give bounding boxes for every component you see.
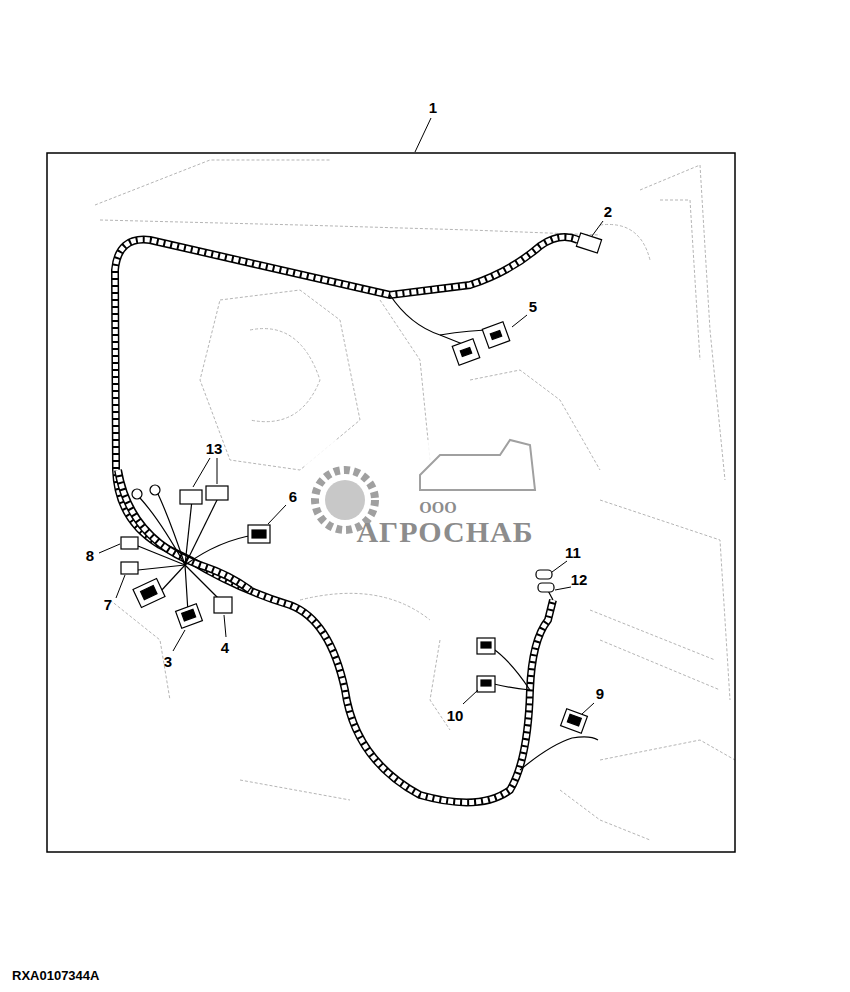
callout-number: 6 xyxy=(289,489,297,504)
callout-number: 8 xyxy=(86,548,94,563)
leader-lines xyxy=(99,221,603,714)
callout-number: 5 xyxy=(529,299,537,314)
watermark-text: АГРОСНАБ xyxy=(356,517,533,547)
leader-line xyxy=(415,118,431,152)
connectors xyxy=(121,233,602,733)
callout-number: 2 xyxy=(604,204,612,219)
watermark-logo xyxy=(305,440,545,550)
frame xyxy=(47,153,735,852)
callout-number: 3 xyxy=(164,654,172,669)
callout-number: 12 xyxy=(571,572,588,587)
callout-number: 1 xyxy=(429,100,437,115)
callout-number: 9 xyxy=(596,686,604,701)
callout-number: 7 xyxy=(104,597,112,612)
callout-number: 13 xyxy=(206,441,223,456)
figure-code: RXA0107344A xyxy=(12,969,99,982)
watermark-text: ООО xyxy=(419,500,456,516)
callout-number: 11 xyxy=(565,545,581,560)
callout-number: 10 xyxy=(447,708,464,723)
callout-number: 4 xyxy=(221,640,229,655)
background-sketch xyxy=(95,160,735,840)
branch-wires xyxy=(138,295,598,770)
harness-cable xyxy=(115,237,578,802)
